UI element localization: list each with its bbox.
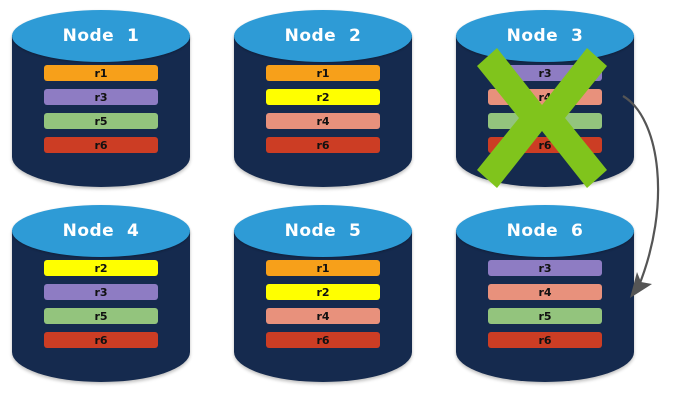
node-5[interactable]: Node 5 r1 r2 r4 r6 bbox=[234, 205, 412, 390]
cylinder-top bbox=[12, 10, 190, 62]
node-label: Node 4 bbox=[62, 221, 140, 241]
replica-bar[interactable]: r3 bbox=[488, 65, 602, 81]
node-2[interactable]: Node 2 r1 r2 r4 r6 bbox=[234, 10, 412, 195]
replica-list: r1 r2 r4 r6 bbox=[266, 260, 380, 348]
replica-list: r1 r3 r5 r6 bbox=[44, 65, 158, 153]
replica-bar[interactable]: r5 bbox=[488, 113, 602, 129]
replica-bar[interactable]: r3 bbox=[44, 284, 158, 300]
replica-bar[interactable]: r4 bbox=[488, 89, 602, 105]
replica-bar[interactable]: r1 bbox=[266, 260, 380, 276]
replica-bar[interactable]: r6 bbox=[44, 137, 158, 153]
replica-bar[interactable]: r3 bbox=[44, 89, 158, 105]
replica-bar[interactable]: r2 bbox=[266, 89, 380, 105]
node-6[interactable]: Node 6 r3 r4 r5 r6 bbox=[456, 205, 634, 390]
cylinder-top bbox=[234, 205, 412, 257]
node-1[interactable]: Node 1 r1 r3 r5 r6 bbox=[12, 10, 190, 195]
node-label: Node 3 bbox=[506, 26, 584, 46]
node-4[interactable]: Node 4 r2 r3 r5 r6 bbox=[12, 205, 190, 390]
node-label: Node 1 bbox=[62, 26, 140, 46]
replica-bar[interactable]: r2 bbox=[44, 260, 158, 276]
replica-bar[interactable]: r4 bbox=[266, 308, 380, 324]
replica-bar[interactable]: r4 bbox=[488, 284, 602, 300]
replica-list: r3 r4 r5 r6 bbox=[488, 65, 602, 153]
replica-list: r2 r3 r5 r6 bbox=[44, 260, 158, 348]
replica-bar[interactable]: r2 bbox=[266, 284, 380, 300]
replica-list: r1 r2 r4 r6 bbox=[266, 65, 380, 153]
replica-bar[interactable]: r6 bbox=[44, 332, 158, 348]
replica-bar[interactable]: r5 bbox=[488, 308, 602, 324]
replica-bar[interactable]: r6 bbox=[488, 332, 602, 348]
replica-bar[interactable]: r6 bbox=[488, 137, 602, 153]
cylinder-top bbox=[12, 205, 190, 257]
node-label: Node 6 bbox=[506, 221, 584, 241]
replica-bar[interactable]: r3 bbox=[488, 260, 602, 276]
replica-bar[interactable]: r1 bbox=[266, 65, 380, 81]
node-label: Node 2 bbox=[284, 26, 362, 46]
replica-list: r3 r4 r5 r6 bbox=[488, 260, 602, 348]
replica-bar[interactable]: r1 bbox=[44, 65, 158, 81]
replica-bar[interactable]: r6 bbox=[266, 137, 380, 153]
replica-bar[interactable]: r4 bbox=[266, 113, 380, 129]
node-label: Node 5 bbox=[284, 221, 362, 241]
replica-bar[interactable]: r5 bbox=[44, 308, 158, 324]
node-3[interactable]: Node 3 r3 r4 r5 r6 bbox=[456, 10, 634, 195]
cylinder-top bbox=[456, 205, 634, 257]
replica-bar[interactable]: r6 bbox=[266, 332, 380, 348]
cylinder-top bbox=[234, 10, 412, 62]
replica-bar[interactable]: r5 bbox=[44, 113, 158, 129]
